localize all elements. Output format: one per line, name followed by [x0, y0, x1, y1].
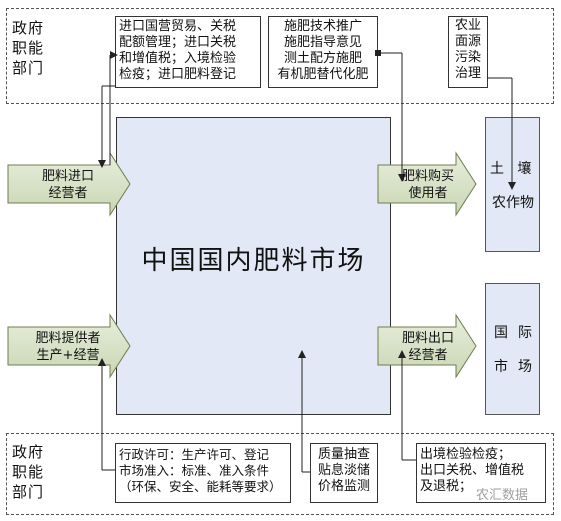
intl-char-3: 市	[494, 359, 508, 375]
supplier-label: 肥料提供者 生产+经营	[35, 331, 101, 363]
fertilization-tech-box: 施肥技术推广 施肥指导意见 测土配方施肥 有机肥替代化肥	[268, 16, 378, 88]
market-title: 中国国内肥料市场	[141, 246, 366, 276]
pollution-control-box: 农业 面源 污染 治理	[448, 16, 488, 88]
watermark: 农汇数据	[476, 488, 529, 503]
gov-label-top: 政府 职能 部门	[12, 19, 45, 77]
gov-label-bottom: 政府 职能 部门	[12, 443, 45, 501]
domestic-market-box: 中国国内肥料市场	[116, 117, 391, 415]
import-regulation-box: 进口国营贸易、关税 配额管理；进口关税 和增值税；入境检验 检疫；进口肥料登记	[115, 16, 261, 88]
admin-license-box: 行政许可：生产许可、登记 市场准入：标准、准入条件 （环保、安全、能耗等要求）	[115, 443, 291, 503]
gov-region-bottom	[6, 433, 554, 515]
intl-char-1: 国	[494, 325, 508, 341]
intl-char-4: 场	[518, 359, 532, 375]
international-market-box: 国 际 市 场	[485, 283, 540, 415]
import-dealer-label: 肥料进口 经营者	[41, 169, 94, 201]
soil-label: 土 壤	[490, 161, 532, 177]
gov-region-top	[6, 8, 554, 104]
export-regulation-box: 出境检验检疫； 出口关税、增值税 及退税；	[416, 443, 546, 503]
intl-char-2: 际	[518, 325, 532, 341]
crop-label: 农作物	[492, 195, 534, 211]
buyer-label: 肥料购买 使用者	[401, 169, 454, 201]
quality-check-box: 质量抽查 贴息淡储 价格监测	[310, 443, 378, 503]
tech-connector-node	[375, 50, 381, 56]
exporter-label: 肥料出口 经营者	[401, 331, 454, 363]
